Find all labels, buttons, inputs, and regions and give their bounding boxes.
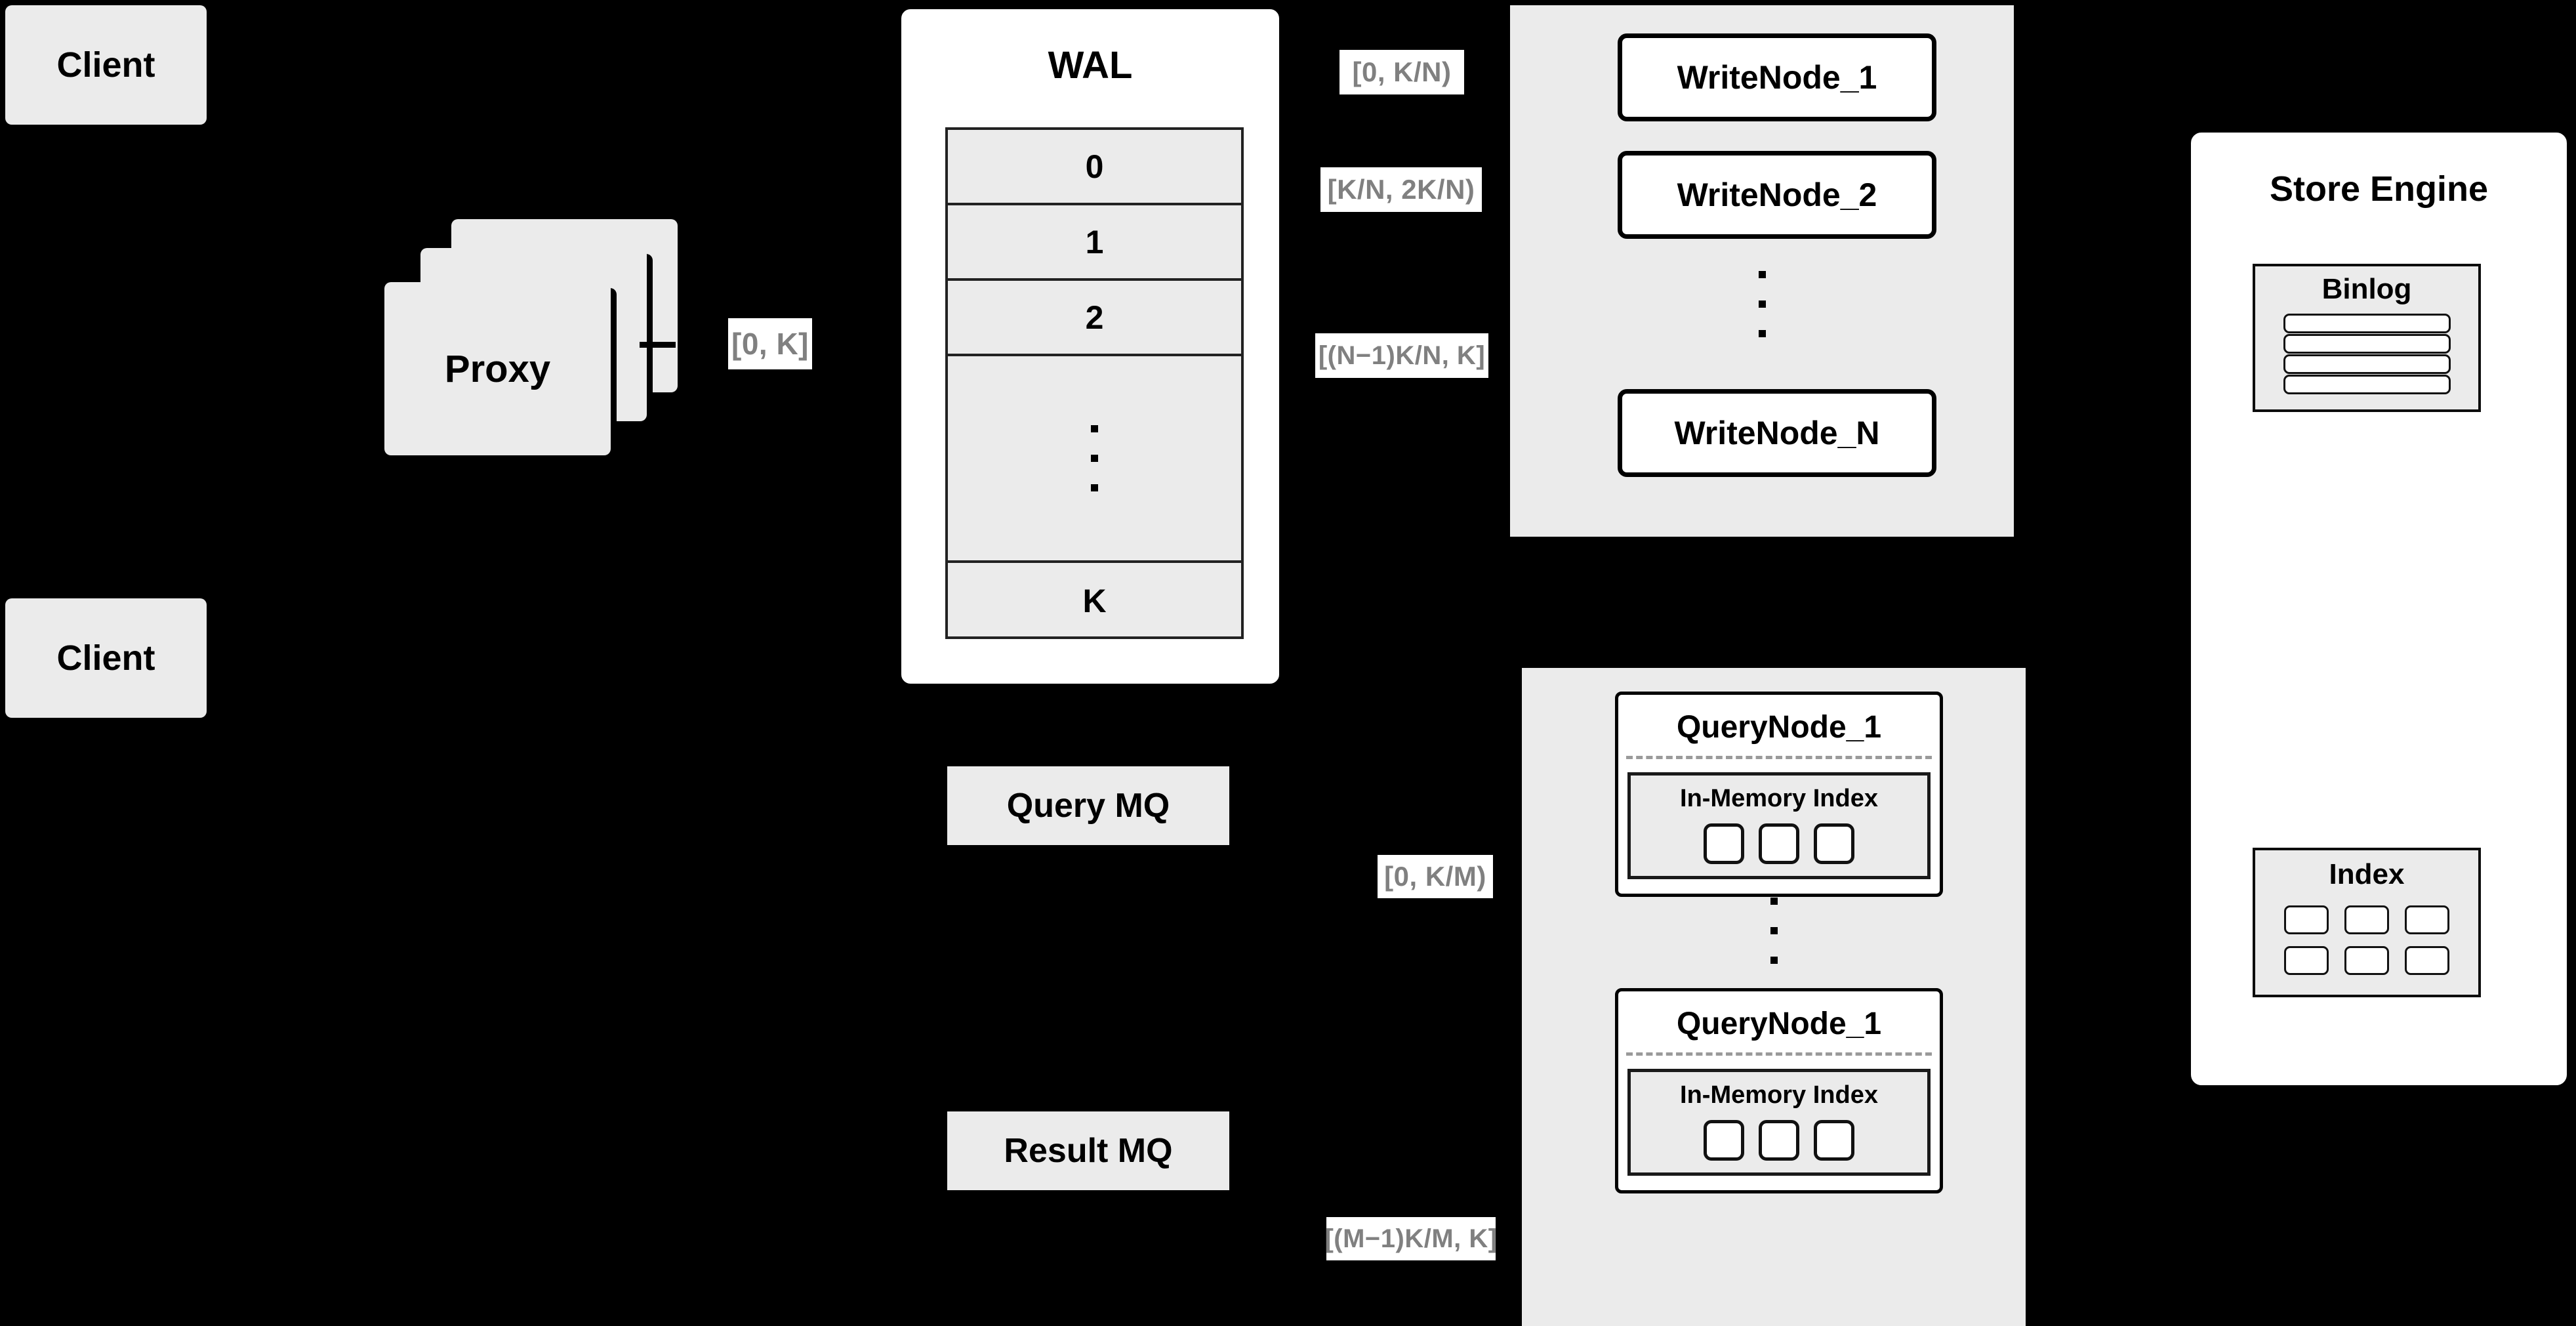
store-engine-title: Store Engine [2269, 169, 2489, 209]
client-label-1: Client [56, 45, 155, 85]
in-memory-index-cell [1759, 823, 1799, 864]
writenode-cluster: WriteNode_1 WriteNode_2 WriteNode_N [1510, 5, 2014, 537]
range-label-querynode-m: [(M−1)K/M, K] [1324, 1217, 1497, 1260]
querynode-cluster: QueryNode_1 In-Memory Index QueryNode_1 … [1522, 668, 2026, 1326]
index-grid [2255, 905, 2478, 975]
in-memory-index-m: In-Memory Index [1627, 1069, 1931, 1176]
range-label-writenode-1: [0, K/N) [1339, 50, 1464, 94]
arrow-line-binlog [2136, 388, 2186, 394]
querynode-m-divider [1626, 1052, 1932, 1056]
query-mq-box[interactable]: Query MQ [947, 766, 1229, 845]
wal-row-k: K [1082, 582, 1107, 619]
proxy-stack[interactable]: Proxy [0, 0, 695, 499]
store-engine-panel: Store Engine Binlog Index [2187, 129, 2571, 1089]
in-memory-index-m-title: In-Memory Index [1680, 1081, 1878, 1109]
wal-row-0: 0 [948, 130, 1241, 205]
index-box: Index [2253, 848, 2481, 997]
index-cell [2284, 905, 2329, 934]
client-label-2: Client [56, 638, 155, 678]
wal-panel: WAL 0 1 2 K [897, 5, 1283, 688]
proxy-label: Proxy [444, 347, 551, 390]
querynode-1-title: QueryNode_1 [1676, 710, 1882, 745]
index-cell [2344, 946, 2389, 975]
in-memory-index-1: In-Memory Index [1627, 772, 1931, 879]
index-cell [2405, 946, 2449, 975]
index-cell [2405, 905, 2449, 934]
range-label-proxy-out: [0, K] [728, 318, 812, 369]
wal-title: WAL [1048, 44, 1133, 87]
writenode-1-label: WriteNode_1 [1677, 58, 1877, 96]
query-mq-label: Query MQ [1006, 786, 1170, 825]
writenode-n[interactable]: WriteNode_N [1618, 389, 1936, 477]
wal-table: 0 1 2 K [945, 127, 1244, 639]
proxy-card-front[interactable]: Proxy [384, 282, 611, 455]
in-memory-index-cell [1704, 823, 1744, 864]
writenode-n-label: WriteNode_N [1674, 414, 1880, 451]
querynode-m[interactable]: QueryNode_1 In-Memory Index [1615, 988, 1943, 1193]
wal-row-2: 2 [948, 281, 1241, 356]
wal-row-1: 1 [948, 205, 1241, 281]
range-label-writenode-n: [(N−1)K/N, K] [1315, 333, 1488, 378]
result-mq-box[interactable]: Result MQ [947, 1111, 1229, 1190]
wal-row-ellipsis [948, 356, 1241, 563]
binlog-row [2283, 354, 2451, 374]
index-title: Index [2329, 858, 2405, 890]
index-cell [2284, 946, 2329, 975]
in-memory-index-1-cells [1631, 823, 1927, 864]
in-memory-index-1-title: In-Memory Index [1680, 785, 1878, 812]
in-memory-index-cell [1814, 823, 1854, 864]
in-memory-index-m-cells [1631, 1120, 1927, 1161]
binlog-row [2283, 375, 2451, 394]
proxy-out-connector [640, 342, 676, 348]
binlog-row [2283, 334, 2451, 354]
writenode-ellipsis [1510, 258, 2014, 350]
querynode-m-title: QueryNode_1 [1676, 1006, 1882, 1041]
range-label-writenode-2: [K/N, 2K/N) [1320, 167, 1482, 212]
in-memory-index-cell [1759, 1120, 1799, 1161]
binlog-title: Binlog [2321, 273, 2412, 305]
index-cell [2344, 905, 2389, 934]
in-memory-index-cell [1814, 1120, 1854, 1161]
binlog-box: Binlog [2253, 264, 2481, 412]
writenode-1[interactable]: WriteNode_1 [1618, 33, 1936, 121]
writenode-2-label: WriteNode_2 [1677, 176, 1877, 213]
querynode-ellipsis [1522, 884, 2026, 976]
in-memory-index-cell [1704, 1120, 1744, 1161]
binlog-row [2283, 314, 2451, 333]
range-label-querynode-1: [0, K/M) [1378, 855, 1493, 898]
arrow-line-index [2136, 946, 2186, 952]
writenode-2[interactable]: WriteNode_2 [1618, 151, 1936, 239]
client-box-2[interactable]: Client [5, 598, 207, 718]
querynode-1-divider [1626, 756, 1932, 759]
client-box-1[interactable]: Client [5, 5, 207, 125]
binlog-rows [2255, 314, 2478, 394]
result-mq-label: Result MQ [1004, 1131, 1173, 1170]
querynode-1[interactable]: QueryNode_1 In-Memory Index [1615, 692, 1943, 897]
